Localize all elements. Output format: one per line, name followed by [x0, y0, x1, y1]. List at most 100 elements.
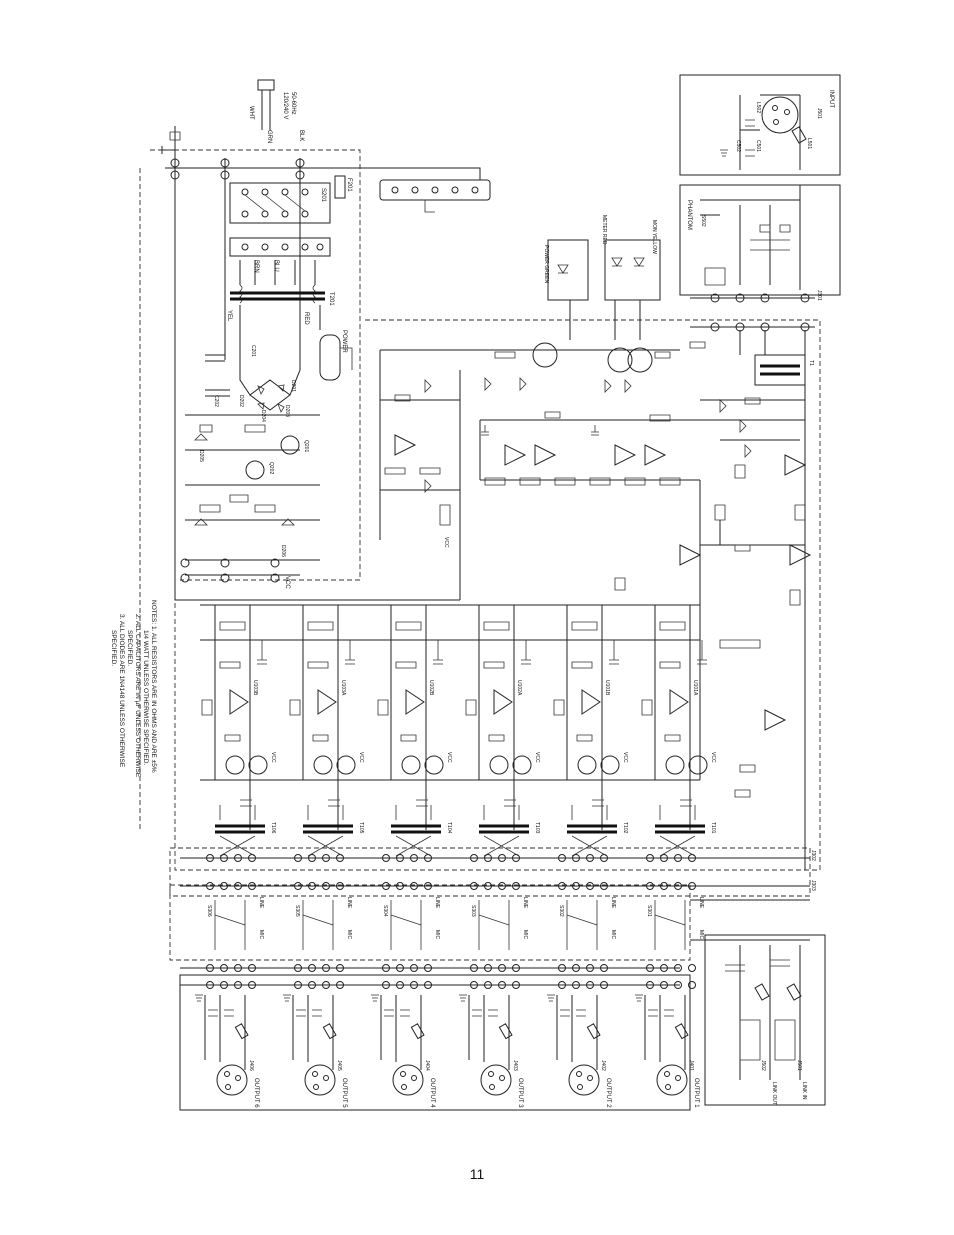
- output-amplifier-channels: U101AVCCU101BVCCU102AVCCU102BVCCU103AVCC…: [200, 604, 716, 830]
- output-transformer-6: T106: [215, 799, 276, 857]
- connector-label-5: J405: [336, 1060, 342, 1071]
- schematic-notes: NOTES: 1. ALL RESISTORS ARE IN OHMS AND …: [110, 600, 157, 778]
- output-transformer-5: T105: [303, 799, 364, 857]
- output-label-6: OUTPUT 6: [253, 1078, 259, 1108]
- connector-label-6: J406: [248, 1060, 254, 1071]
- input-amplifier-chain: [614, 397, 812, 870]
- transformer-label-4: T104: [446, 822, 452, 834]
- indicator-leds: POWER GREEN METER RED MON YELLOW: [543, 215, 661, 340]
- power-led-label: POWER: [341, 330, 347, 353]
- wire-color-wht: WHT: [248, 106, 254, 120]
- switch-line-label-2: LINE: [610, 897, 616, 909]
- svg-text:NOTES: 1. ALL RESISTORS ARE IN: NOTES: 1. ALL RESISTORS ARE IN OHMS AND …: [150, 600, 157, 773]
- wire-color-yel: YEL: [226, 310, 232, 322]
- switch-mic-label-1: MIC: [698, 930, 704, 940]
- connector-label-4: J404: [424, 1060, 430, 1071]
- switch-line-label-6: LINE: [258, 897, 264, 909]
- link-out-label: LINK OUT: [771, 1082, 777, 1105]
- output-connector-1: OUTPUT 1 J401: [635, 994, 699, 1108]
- svg-text:SPECIFIED.: SPECIFIED.: [126, 630, 133, 666]
- terminal-row-2: [229, 237, 331, 257]
- svg-text:J501: J501: [816, 108, 822, 119]
- wire-color-blu: BLU: [273, 260, 279, 272]
- switch-id-6: S306: [206, 905, 212, 917]
- opamp-label-1: U101A: [692, 680, 698, 696]
- svg-text:D202: D202: [238, 395, 244, 407]
- svg-text:C201: C201: [250, 345, 256, 357]
- metering-circuit: VCC: [379, 341, 706, 600]
- switch-id-4: S304: [382, 905, 388, 917]
- svg-text:C501: C501: [755, 140, 761, 152]
- output-label-5: OUTPUT 5: [341, 1078, 347, 1108]
- svg-text:T1: T1: [808, 360, 814, 366]
- fuse-f201: F201: [334, 175, 352, 199]
- switch-line-label-1: LINE: [698, 897, 704, 909]
- switch-id-1: S301: [646, 905, 652, 917]
- wire-color-red: RED: [303, 312, 309, 325]
- fuse-holder: [379, 179, 491, 213]
- page-number: 11: [469, 1166, 485, 1182]
- switch-id-3: S303: [470, 905, 476, 917]
- transformer-label-5: T105: [358, 822, 364, 834]
- terminal-row-1: [170, 158, 305, 180]
- vcc-label-ch-3: VCC: [534, 752, 540, 763]
- regulator-group: Q201 Q202 D206 D205 C202 C201: [185, 345, 320, 557]
- switch-line-label-3: LINE: [522, 897, 528, 909]
- switch-line-label-4: LINE: [434, 897, 440, 909]
- svg-text:S502: S502: [700, 215, 706, 227]
- output-label-1: OUTPUT 1: [693, 1078, 699, 1108]
- svg-text:3. ALL DIODES ARE 1N4148 UNLES: 3. ALL DIODES ARE 1N4148 UNLESS OTHERWIS…: [118, 614, 125, 768]
- line-mic-switch-3: LINE MIC S303: [470, 897, 528, 950]
- svg-text:C202: C202: [213, 395, 219, 407]
- svg-text:1/4 WATT UNLESS OTHERWISE SPEC: 1/4 WATT UNLESS OTHERWISE SPECIFIED.: [142, 630, 149, 765]
- svg-text:C502: C502: [735, 140, 741, 152]
- link-in-label: LINK IN: [801, 1082, 807, 1100]
- vcc-label-power: VCC: [284, 576, 290, 589]
- indicator-meter: METER RED: [601, 215, 607, 245]
- wire-color-blk: BLK: [298, 130, 304, 141]
- transformer-label-t201: T201: [328, 292, 334, 306]
- opamp-label-6: U103B: [252, 680, 258, 696]
- svg-text:SPECIFIED.: SPECIFIED.: [110, 630, 117, 666]
- svg-text:D203: D203: [284, 405, 290, 417]
- connector-strips: J302 J303: [169, 847, 816, 897]
- wire-color-grn: GRN: [266, 130, 272, 143]
- power-led-group: POWER: [319, 330, 353, 381]
- switch-id-5: S305: [294, 905, 300, 917]
- transformer-label-3: T103: [534, 822, 540, 834]
- line-mic-switch-4: LINE MIC S304: [382, 897, 440, 950]
- wire-color-brn: BRN: [253, 260, 259, 273]
- connector-label-1: J401: [688, 1060, 694, 1071]
- switch-mic-label-4: MIC: [434, 930, 440, 940]
- svg-text:J502: J502: [760, 1060, 766, 1071]
- output-channel-6: U103B VCC: [201, 605, 276, 830]
- output-label-2: OUTPUT 2: [605, 1078, 611, 1108]
- switch-mic-label-2: MIC: [610, 930, 616, 940]
- link-section: LINK OUT LINK IN J502 J501: [704, 934, 826, 1106]
- transformer-label-6: T106: [270, 822, 276, 834]
- vcc-label-ch-6: VCC: [270, 752, 276, 763]
- power-supply-section: 120/240 V 50-60Hz WHT BLK GRN S201 F201: [139, 79, 491, 830]
- svg-text:D205: D205: [198, 450, 204, 462]
- svg-text:L501: L501: [806, 138, 812, 149]
- svg-text:J303: J303: [810, 880, 816, 891]
- switch-mic-label-6: MIC: [258, 930, 264, 940]
- switch-mic-label-3: MIC: [522, 930, 528, 940]
- output-transformer-1: T101: [655, 799, 716, 857]
- phantom-label: PHANTOM: [686, 200, 692, 230]
- lower-connector-strip: [180, 964, 696, 989]
- svg-text:J501: J501: [796, 1060, 802, 1071]
- svg-text:D201: D201: [290, 380, 296, 392]
- line-mic-switches: LINEMICS301LINEMICS302LINEMICS303LINEMIC…: [169, 884, 810, 961]
- output-transformer-4: T104: [391, 799, 452, 857]
- switch-label-s201: S201: [320, 188, 326, 203]
- svg-text:L502: L502: [755, 102, 761, 113]
- transformer-label-1: T101: [710, 822, 716, 834]
